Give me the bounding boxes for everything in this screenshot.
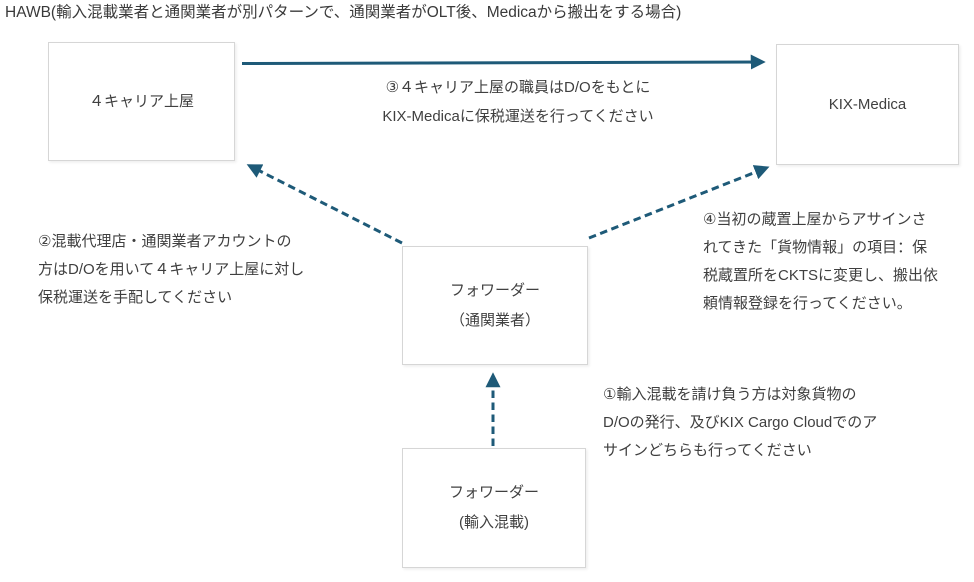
box-4-carrier-shed: ４キャリア上屋 [48,42,235,161]
arrow-carrier-to-medica [241,54,766,70]
box-forwarder-import-consolidation: フォワーダー (輸入混載) [402,448,586,568]
annotation-step2: ②混載代理店・通関業者アカウントの 方はD/Oを用いて４キャリア上屋に対し 保税… [38,233,305,306]
diagram-title: HAWB(輸入混載業者と通関業者が別パターンで、通関業者がOLT後、Medica… [5,4,682,21]
box-kix-medica: KIX-Medica [776,44,959,165]
annotation-step1: ①輸入混載を請け負う方は対象貨物の D/Oの発行、及びKIX Cargo Clo… [603,386,878,459]
annotation-step3: ③４キャリア上屋の職員はD/Oをもとに KIX-Medicaに保税運送を行ってく… [382,79,654,125]
box-forwarder-customs-broker: フォワーダー （通関業者） [402,246,588,365]
annotation-step4: ④当初の蔵置上屋からアサインさ れてきた「貨物情報」の項目：保 税蔵置所をCKT… [703,211,939,312]
